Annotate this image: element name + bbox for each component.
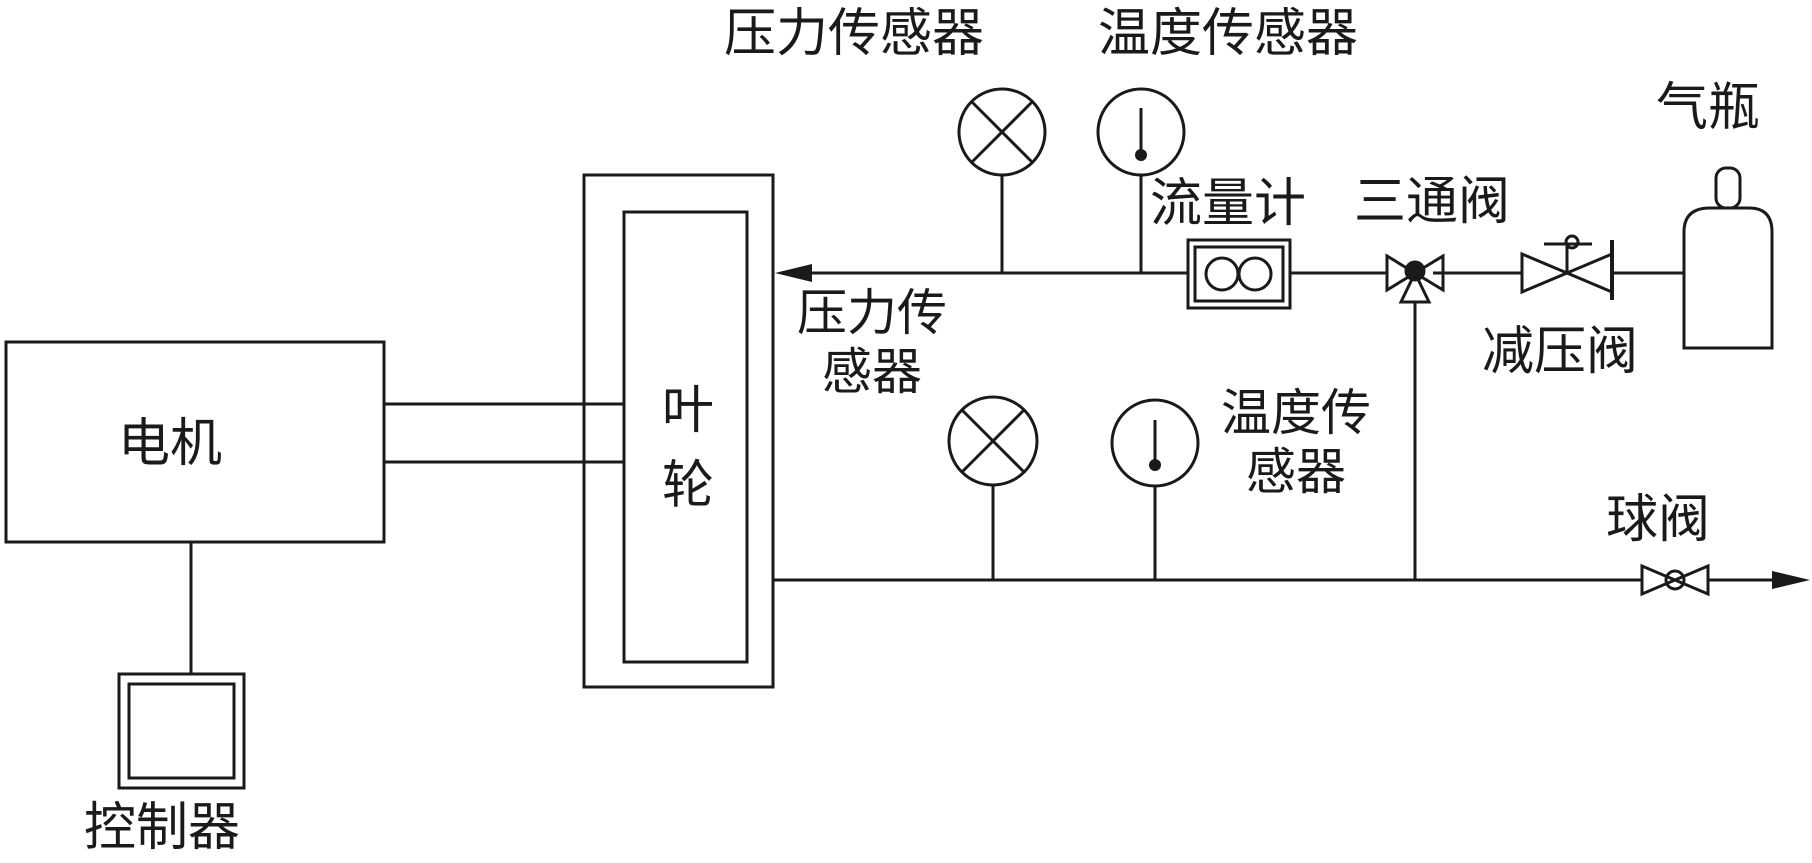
- three-way-valve-symbol: [1385, 253, 1445, 304]
- ball-valve-label: 球阀: [1606, 490, 1711, 550]
- inlet-arrow: [775, 264, 812, 282]
- motor-box: [4, 340, 386, 544]
- pressure-sensor-bottom-symbol: [947, 395, 1039, 487]
- controller-outer: [117, 672, 246, 790]
- ball-valve-symbol: [1640, 563, 1710, 597]
- pressure-sensor-top-symbol: [957, 87, 1047, 177]
- impeller-housing: [582, 173, 775, 689]
- controller-inner: [127, 682, 236, 780]
- motor-label: 电机: [118, 414, 223, 474]
- impeller-inner: [622, 210, 749, 664]
- temperature-sensor-top-label: 温度传感器: [1098, 4, 1359, 64]
- temperature-sensor-top-symbol: [1096, 87, 1186, 177]
- gas-cylinder-label: 气瓶: [1656, 78, 1761, 138]
- outlet-arrow: [1772, 571, 1810, 589]
- flowmeter-symbol: [1186, 238, 1292, 310]
- three-way-valve-label: 三通阀: [1354, 172, 1511, 232]
- pressure-reducing-valve-symbol: [1520, 234, 1614, 295]
- pressure-sensor-top-label: 压力传感器: [724, 4, 985, 64]
- pressure-sensor-bottom-label: 压力传感器: [797, 284, 947, 401]
- gas-cylinder-symbol: [1682, 166, 1774, 350]
- flowmeter-label: 流量计: [1150, 174, 1307, 234]
- impeller-label: 叶轮: [661, 381, 714, 517]
- temperature-sensor-bottom-symbol: [1110, 398, 1200, 488]
- pressure-reducing-valve-label: 减压阀: [1482, 322, 1639, 382]
- controller-label: 控制器: [84, 798, 241, 858]
- temperature-sensor-bottom-label: 温度传感器: [1221, 384, 1371, 501]
